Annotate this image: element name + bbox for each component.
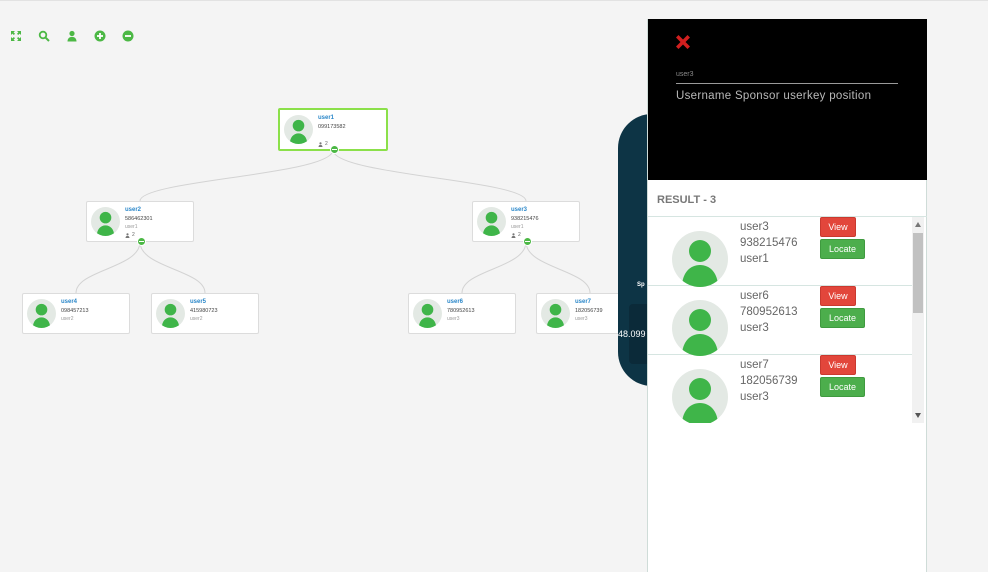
result-username: user6	[740, 290, 769, 302]
avatar	[672, 300, 728, 356]
view-button[interactable]: View	[820, 217, 856, 237]
avatar	[284, 115, 313, 144]
scrollbar-thumb[interactable]	[913, 233, 923, 313]
result-phone: 780952613	[740, 306, 798, 318]
search-results-list: user3 938215476 user1 View Locate user6 …	[648, 217, 924, 423]
view-button[interactable]: View	[820, 355, 856, 375]
node-phone: 938215476	[511, 216, 539, 222]
node-sponsor: user2	[190, 316, 203, 322]
tree-node[interactable]: user2 586462301 user1 2	[86, 201, 194, 246]
results-scrollbar[interactable]	[912, 217, 924, 423]
avatar	[413, 299, 442, 328]
result-phone: 182056739	[740, 375, 798, 387]
collapse-toggle[interactable]	[523, 237, 532, 246]
result-username: user3	[740, 221, 769, 233]
avatar	[156, 299, 185, 328]
tree-node[interactable]: user5 415980723 user2	[151, 293, 259, 334]
tree-node[interactable]: user6 780952613 user3	[408, 293, 516, 334]
result-username: user7	[740, 359, 769, 371]
node-username[interactable]: user3	[511, 207, 528, 213]
node-downline-count: 2	[511, 232, 521, 238]
node-sponsor: user3	[575, 316, 588, 322]
divider	[648, 216, 927, 217]
result-phone: 938215476	[740, 237, 798, 249]
node-phone: 099173582	[318, 124, 346, 130]
result-sponsor: user3	[740, 391, 769, 403]
search-input[interactable]	[676, 65, 898, 84]
node-sponsor: user3	[447, 316, 460, 322]
zoom-in-icon[interactable]	[93, 29, 107, 43]
person-icon	[125, 232, 130, 238]
tree-node[interactable]: user4 098457213 user2	[22, 293, 130, 334]
search-result-item: user7 182056739 user3 View Locate	[648, 355, 912, 423]
tree-node[interactable]: user3 938215476 user1 2	[472, 201, 580, 246]
node-sponsor: user2	[61, 316, 74, 322]
search-panel: Username Sponsor userkey position RESULT…	[647, 19, 927, 572]
search-hint: Username Sponsor userkey position	[676, 90, 872, 102]
avatar	[672, 369, 728, 423]
node-downline-count: 2	[125, 232, 135, 238]
node-phone: 780952613	[447, 308, 475, 314]
node-username[interactable]: user4	[61, 299, 78, 305]
node-username[interactable]: user1	[318, 115, 335, 121]
scroll-up-arrow-icon[interactable]	[915, 222, 921, 227]
avatar	[541, 299, 570, 328]
avatar	[477, 207, 506, 236]
avatar	[91, 207, 120, 236]
collapse-toggle[interactable]	[137, 237, 146, 246]
collapse-toggle[interactable]	[330, 145, 339, 154]
node-sponsor: user1	[125, 224, 138, 230]
detail-value: 48.099	[618, 329, 646, 339]
person-icon	[511, 232, 516, 238]
search-icon[interactable]	[37, 29, 51, 43]
scroll-down-arrow-icon[interactable]	[915, 413, 921, 418]
fit-screen-icon[interactable]	[9, 29, 23, 43]
top-border	[0, 0, 988, 1]
locate-button[interactable]: Locate	[820, 239, 865, 259]
node-phone: 415980723	[190, 308, 218, 314]
search-result-item: user6 780952613 user3 View Locate	[648, 286, 912, 356]
node-sponsor: user1	[511, 224, 524, 230]
close-icon[interactable]	[674, 33, 692, 51]
detail-sponsor-label: Sp	[637, 282, 645, 288]
tree-node-root[interactable]: user1 099173582 2	[278, 108, 388, 154]
result-count-title: RESULT - 3	[657, 194, 717, 206]
zoom-out-icon[interactable]	[121, 29, 135, 43]
node-username[interactable]: user7	[575, 299, 592, 305]
node-phone: 182056739	[575, 308, 603, 314]
view-button[interactable]: View	[820, 286, 856, 306]
user-icon[interactable]	[65, 29, 79, 43]
avatar	[672, 231, 728, 287]
locate-button[interactable]: Locate	[820, 377, 865, 397]
node-phone: 586462301	[125, 216, 153, 222]
node-username[interactable]: user6	[447, 299, 464, 305]
node-username[interactable]: user5	[190, 299, 207, 305]
result-sponsor: user3	[740, 322, 769, 334]
node-downline-count: 2	[318, 141, 328, 147]
locate-button[interactable]: Locate	[820, 308, 865, 328]
person-icon	[318, 141, 323, 147]
search-panel-header: Username Sponsor userkey position	[648, 19, 927, 180]
result-sponsor: user1	[740, 253, 769, 265]
node-phone: 098457213	[61, 308, 89, 314]
search-result-item: user3 938215476 user1 View Locate	[648, 217, 912, 287]
node-username[interactable]: user2	[125, 207, 142, 213]
avatar	[27, 299, 56, 328]
chart-toolbar	[9, 29, 149, 43]
